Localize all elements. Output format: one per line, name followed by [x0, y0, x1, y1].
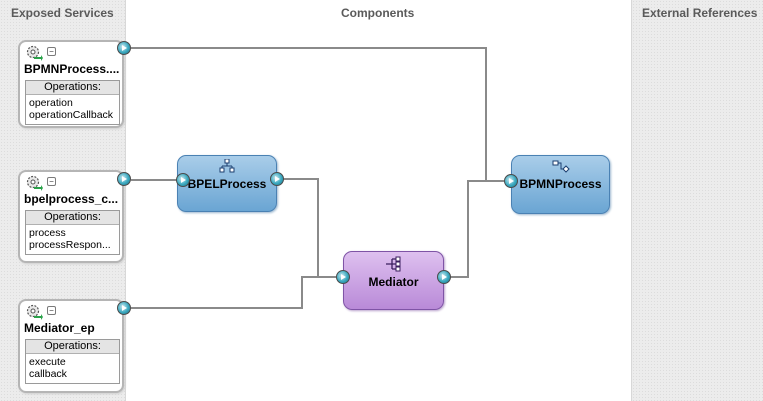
service-gear-icon	[26, 45, 43, 61]
operations-header: Operations:	[26, 81, 119, 95]
service-port-mediator[interactable]	[117, 301, 131, 315]
operations-header: Operations:	[26, 340, 119, 354]
operations-header: Operations:	[26, 211, 119, 225]
bpel-process-component[interactable]: BPELProcess	[177, 155, 277, 212]
operation-item[interactable]: processRespon...	[29, 239, 111, 251]
operation-item[interactable]: execute	[29, 356, 66, 368]
bpmn-process-label: BPMNProcess	[519, 177, 602, 191]
collapse-toggle-icon[interactable]: −	[47, 47, 56, 56]
service-name: Mediator_ep	[24, 321, 95, 335]
service-gear-icon	[26, 175, 43, 191]
service-name: bpelprocess_c...	[24, 192, 119, 206]
service-port-bpmn[interactable]	[117, 41, 131, 55]
components-title: Components	[341, 6, 415, 20]
mediator-label: Mediator	[368, 275, 419, 289]
external-references-title: External References	[642, 6, 758, 20]
operations-box: Operations: operation operationCallback	[25, 80, 120, 125]
service-name: BPMNProcess....	[24, 62, 120, 76]
collapse-toggle-icon[interactable]: −	[47, 177, 56, 186]
operations-box: Operations: execute callback	[25, 339, 120, 384]
operation-item[interactable]: operation	[29, 97, 73, 109]
service-port-bpel[interactable]	[117, 172, 131, 186]
service-card-bpel[interactable]: − bpelprocess_c... Operations: process p…	[18, 170, 124, 263]
bpmn-process-component[interactable]: BPMNProcess	[511, 155, 610, 214]
service-card-bpmn[interactable]: − BPMNProcess.... Operations: operation …	[18, 40, 124, 128]
bpel-process-in-port[interactable]	[176, 173, 190, 187]
bpel-process-label: BPELProcess	[187, 177, 267, 191]
mediator-in-port[interactable]	[336, 270, 350, 284]
exposed-services-title: Exposed Services	[11, 6, 114, 20]
service-card-mediator[interactable]: − Mediator_ep Operations: execute callba…	[18, 299, 124, 393]
collapse-toggle-icon[interactable]: −	[47, 306, 56, 315]
mediator-out-port[interactable]	[437, 270, 451, 284]
operation-item[interactable]: callback	[29, 368, 67, 380]
bpmn-process-in-port[interactable]	[504, 174, 518, 188]
bpel-process-icon	[219, 159, 235, 173]
service-gear-icon	[26, 304, 43, 320]
operations-box: Operations: process processRespon...	[25, 210, 120, 255]
external-references-lane	[631, 0, 763, 401]
mediator-icon	[385, 256, 400, 272]
mediator-component[interactable]: Mediator	[343, 251, 444, 310]
bpel-process-out-port[interactable]	[270, 172, 284, 186]
operation-item[interactable]: process	[29, 227, 66, 239]
operation-item[interactable]: operationCallback	[29, 109, 114, 121]
bpmn-process-icon	[552, 160, 570, 173]
